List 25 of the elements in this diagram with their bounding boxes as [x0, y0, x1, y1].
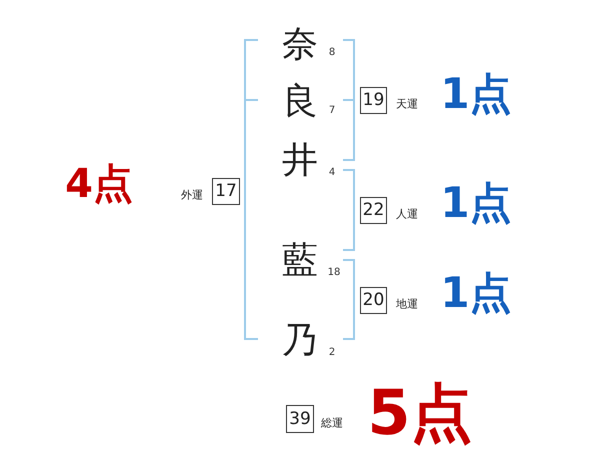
stroke-count: 7 [328, 106, 336, 116]
number-box: 22 [360, 197, 387, 224]
stroke-count: 2 [328, 348, 336, 358]
name-character: 藍 [282, 243, 318, 279]
number-box: 19 [360, 87, 387, 114]
fortune-label: 人運 [396, 208, 418, 220]
fortune-label: 天運 [396, 98, 418, 110]
fortune-label: 外運 [181, 190, 203, 200]
score-label: 5点 [367, 382, 473, 444]
stroke-count: 18 [328, 268, 340, 278]
score-label: 4点 [65, 164, 133, 204]
score-label: 1点 [440, 182, 512, 224]
name-character: 井 [282, 143, 318, 179]
score-label: 1点 [440, 73, 512, 115]
name-character: 良 [282, 84, 318, 120]
stroke-count: 8 [328, 48, 336, 58]
name-character: 奈 [282, 27, 318, 63]
score-label: 1点 [440, 272, 512, 314]
name-character: 乃 [282, 323, 318, 359]
number-box: 20 [360, 287, 387, 314]
number-box: 17 [212, 178, 240, 205]
stroke-count: 4 [328, 168, 336, 178]
number-box: 39 [286, 405, 314, 433]
fortune-label: 総運 [321, 418, 343, 428]
fortune-label: 地運 [396, 298, 418, 310]
